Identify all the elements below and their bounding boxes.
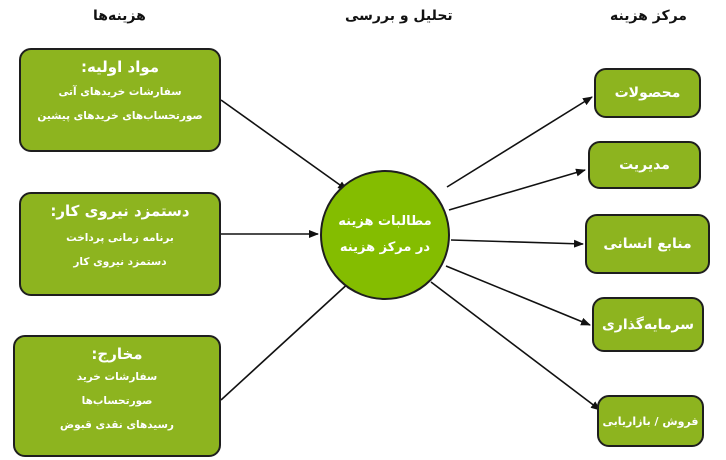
header-costs: هزینه‌ها <box>93 8 146 24</box>
source-line: سفارشات خرید <box>76 371 158 383</box>
source-title: مخارج: <box>91 345 143 363</box>
header-cost-center: مرکز هزینه <box>610 8 687 24</box>
source-box-raw-materials: مواد اولیه: سفارشات خریدهای آتی صورتحساب… <box>19 48 221 152</box>
header-analysis: تحلیل و بررسی <box>345 8 453 24</box>
arrow-expenses <box>220 279 353 401</box>
center-node: مطالبات هزینه در مرکز هزینه <box>320 170 450 300</box>
source-line: دستمزد نیروی کار <box>73 256 167 268</box>
arrow-products <box>446 96 593 188</box>
source-line: سفارشات خریدهای آتی <box>58 86 182 98</box>
source-line: صورتحساب‌های خریدهای پیشین <box>37 110 203 122</box>
arrow-raw-materials <box>220 99 348 191</box>
arrow-investment <box>445 265 591 326</box>
arrow-sales <box>430 281 601 411</box>
target-hr: منابع انسانی <box>585 214 710 274</box>
target-products: محصولات <box>594 68 701 118</box>
source-title: مواد اولیه: <box>80 58 160 76</box>
arrow-hr <box>450 239 584 248</box>
source-box-labor: دستمزد نیروی کار: برنامه زمانی پرداخت دس… <box>19 192 221 296</box>
source-line: صورتحساب‌ها <box>81 395 153 407</box>
target-sales: فروش / بازاریابی <box>597 395 704 447</box>
target-management: مدیریت <box>588 141 701 189</box>
source-line: رسیدهای نقدی قبوض <box>60 419 174 431</box>
target-investment: سرمایه‌گذاری <box>592 297 704 352</box>
source-title: دستمزد نیروی کار: <box>50 202 190 220</box>
center-line-1: مطالبات هزینه <box>338 214 432 229</box>
source-line: برنامه زمانی پرداخت <box>66 232 174 244</box>
source-box-expenses: مخارج: سفارشات خرید صورتحساب‌ها رسیدهای … <box>13 335 221 457</box>
center-line-2: در مرکز هزینه <box>339 240 431 255</box>
arrow-management <box>448 168 586 211</box>
